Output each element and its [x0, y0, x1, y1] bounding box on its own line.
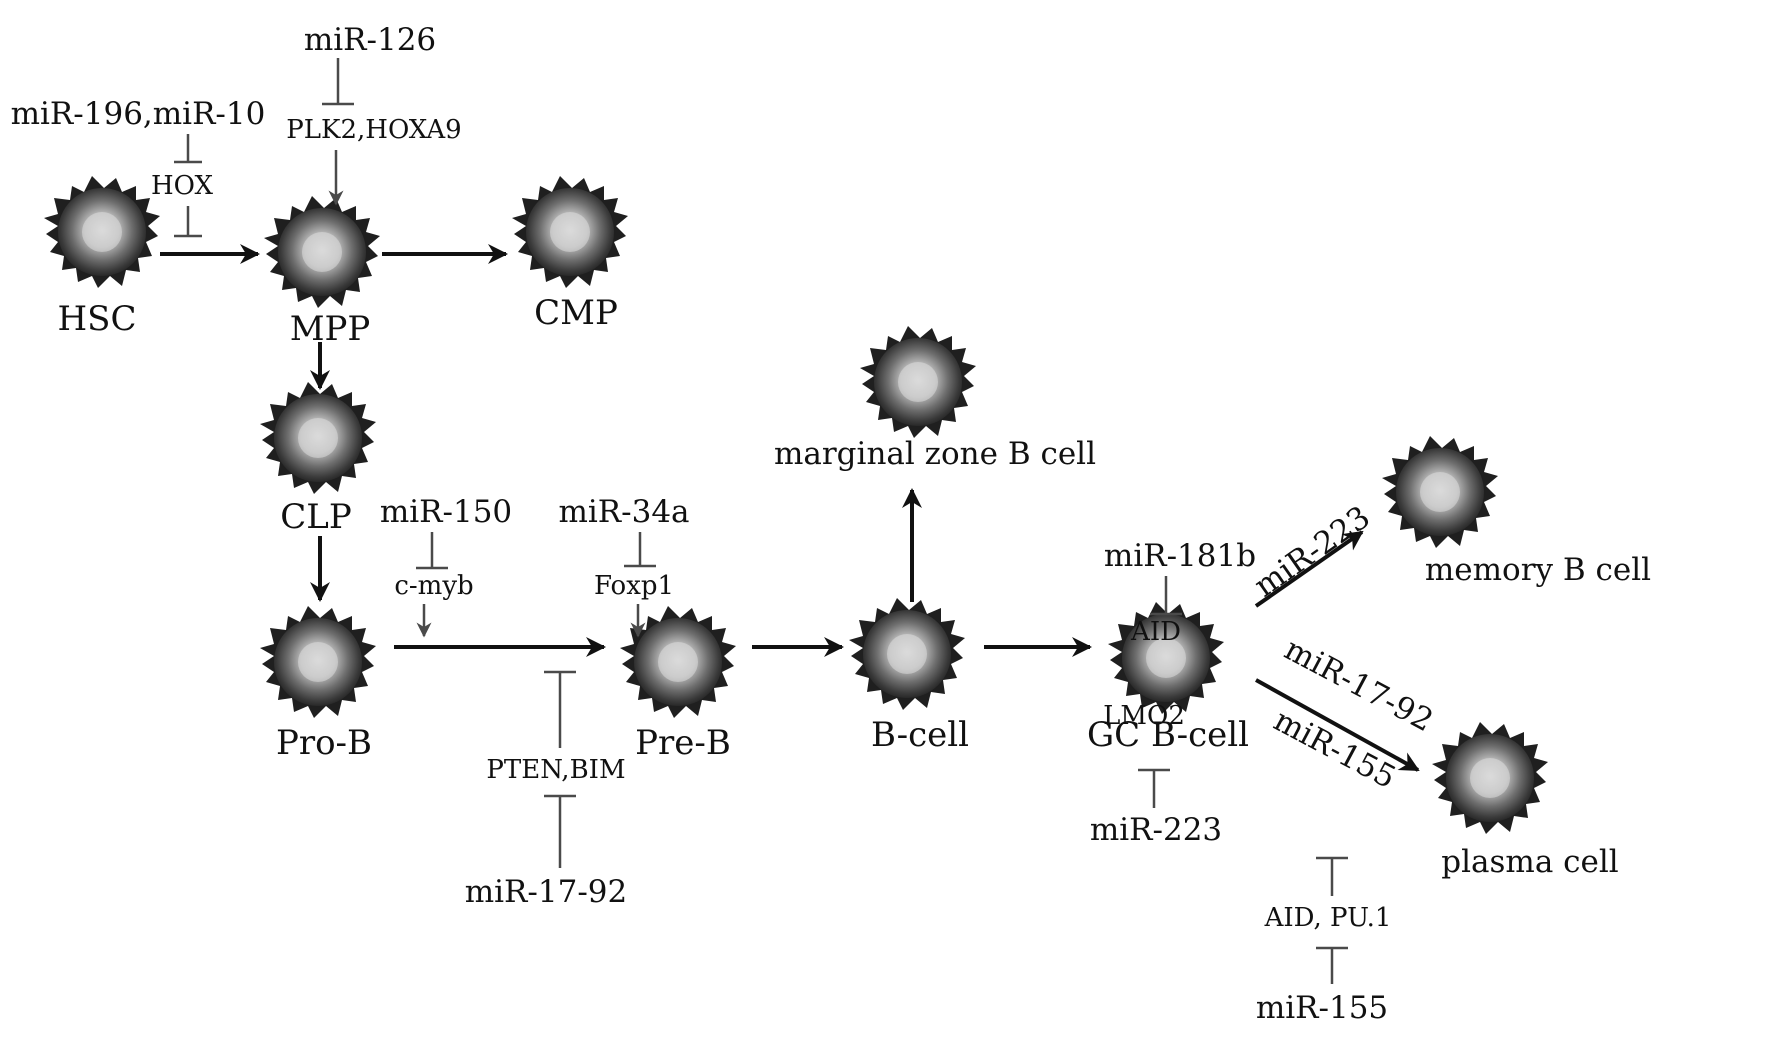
- inhibit-mir126-plk2: [322, 58, 354, 106]
- inhibit-pten-transition: [544, 670, 576, 748]
- arrow-gcb-plasma: [1255, 678, 1420, 772]
- mir150-label: miR-150: [380, 494, 512, 530]
- mir126-label: miR-126: [304, 22, 436, 58]
- inhibit-mir1792-pten: [544, 794, 576, 868]
- memory-label: memory B cell: [1425, 552, 1651, 588]
- inhibit-mir155-aid: [1316, 946, 1348, 984]
- inhibit-mir223-lmo2: [1138, 768, 1170, 808]
- foxp1-label: Foxp1: [594, 571, 674, 601]
- plasma-label: plasma cell: [1441, 844, 1618, 880]
- prob-cell: [260, 606, 376, 718]
- mir1792-preb-label: miR-17-92: [465, 874, 628, 910]
- mir181b-label: miR-181b: [1104, 538, 1256, 574]
- cmyb-label: c-myb: [394, 571, 473, 601]
- inhibit-mir196-hox: [174, 134, 202, 164]
- marginal-zone-cell: [860, 326, 976, 438]
- inhibit-aid-pu1-gcb: [1316, 856, 1348, 896]
- bcell-cell: [849, 598, 965, 710]
- inhibit-mir181b-aid: [1150, 576, 1182, 616]
- marginal-zone-label: marginal zone B cell: [774, 436, 1096, 472]
- inhibit-hox-transition: [174, 206, 202, 238]
- preb-label: Pre-B: [635, 723, 731, 763]
- plasma-cell-shape: [1432, 722, 1548, 834]
- clp-cell: [260, 382, 376, 494]
- aid-pu1-label: AID, PU.1: [1264, 903, 1392, 933]
- mpp-label: MPP: [290, 309, 371, 349]
- clp-label: CLP: [280, 497, 351, 537]
- cmp-label: CMP: [534, 293, 618, 333]
- inhibit-mir34a-foxp1: [624, 532, 656, 568]
- lmo2-label: LMO2: [1103, 701, 1185, 731]
- inhibit-mir150-cmyb: [416, 532, 448, 570]
- cmp-cell: [512, 176, 628, 288]
- hsc-label: HSC: [58, 299, 137, 339]
- aid-label: AID: [1130, 617, 1181, 647]
- mir223-lmo2-label: miR-223: [1090, 812, 1222, 848]
- mir223-memory-label: miR-223: [1248, 499, 1377, 604]
- plk2-hoxa9-label: PLK2,HOXA9: [286, 115, 461, 145]
- mir155-gc-label: miR-155: [1256, 990, 1388, 1026]
- bcell-label: B-cell: [871, 715, 969, 755]
- mir34a-label: miR-34a: [558, 494, 689, 530]
- hox-label: HOX: [151, 171, 214, 201]
- pten-bim-label: PTEN,BIM: [486, 755, 625, 785]
- arrow-gcb-memory: [1254, 530, 1364, 608]
- mir196-mir10-label: miR-196,miR-10: [11, 96, 266, 132]
- memory-cell: [1382, 436, 1498, 548]
- prob-label: Pro-B: [276, 723, 372, 763]
- gcb-label: GC B-cell: [1087, 715, 1249, 755]
- hsc-cell: [44, 176, 160, 288]
- mpp-cell: [264, 196, 380, 308]
